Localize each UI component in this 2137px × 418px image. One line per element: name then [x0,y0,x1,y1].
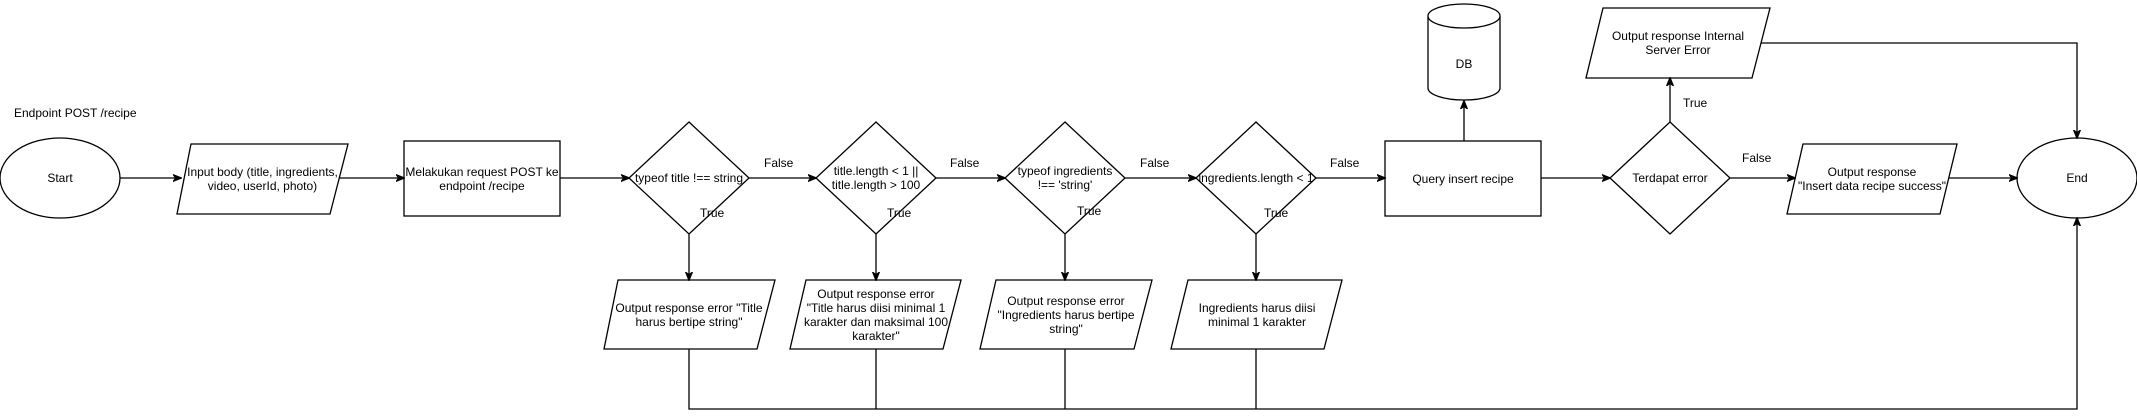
ingredients-length-error-parallelogram [1170,279,1343,350]
input-body-parallelogram [176,143,349,215]
error-check-decision [1609,121,1731,235]
input-body-label: Input body (title, ingredients, video, u… [187,165,338,193]
title-length-label: title.length < 1 || title.length > 100 [831,164,921,192]
query-insert-label: Query insert recipe [1412,171,1514,186]
request-label: Melakukan request POST ke endpoint /reci… [405,164,559,193]
true-label-error-check: True [1683,96,1708,110]
start-label: Start [47,171,73,185]
internal-error-parallelogram [1585,7,1771,79]
false-label-ingredients-length: False [1330,156,1360,170]
title-type-error-label: Output response error "Title harus berti… [615,300,763,329]
db-label: DB [1455,57,1473,71]
ingredients-type-error-label: Output response error "Ingredients harus… [997,293,1135,336]
true-label-ingredients-length: True [1264,206,1289,220]
ingredients-type-label: typeof ingredients !== 'string' [1017,164,1113,192]
ingredients-type-error-parallelogram [979,279,1153,350]
title-length-error-label: Output response error "Title harus diisi… [803,286,949,343]
ingredients-length-error-label: Ingredients harus diisi minimal 1 karakt… [1198,300,1316,329]
ingredients-length-label: ingredients.length < 1 [1198,171,1314,185]
title-type-error-parallelogram [603,279,776,350]
diagram-title: Endpoint POST /recipe [14,106,137,120]
false-label-error-check: False [1742,151,1772,165]
false-label-title-length: False [950,156,980,170]
title-length-error-parallelogram [789,279,962,350]
title-type-label: typeof title !== string [634,171,744,185]
true-label-title-length: True [887,206,912,220]
success-parallelogram [1786,143,1958,215]
success-label: Output response "Insert data recipe succ… [1798,165,1946,193]
edge-errors-end [688,218,2077,410]
request-process [403,140,561,217]
query-insert-process [1384,140,1542,217]
false-label-title-type: False [764,156,794,170]
internal-error-label: Output response Internal Server Error [1611,29,1745,57]
error-check-label: Terdapat error [1632,171,1708,185]
edge-internal-end [1761,42,2077,138]
end-label: End [2066,171,2088,185]
false-label-ingredients-type: False [1140,156,1170,170]
true-label-ingredients-type: True [1077,204,1102,218]
true-label-title-type: True [700,206,725,220]
db-cylinder [1427,3,1501,101]
